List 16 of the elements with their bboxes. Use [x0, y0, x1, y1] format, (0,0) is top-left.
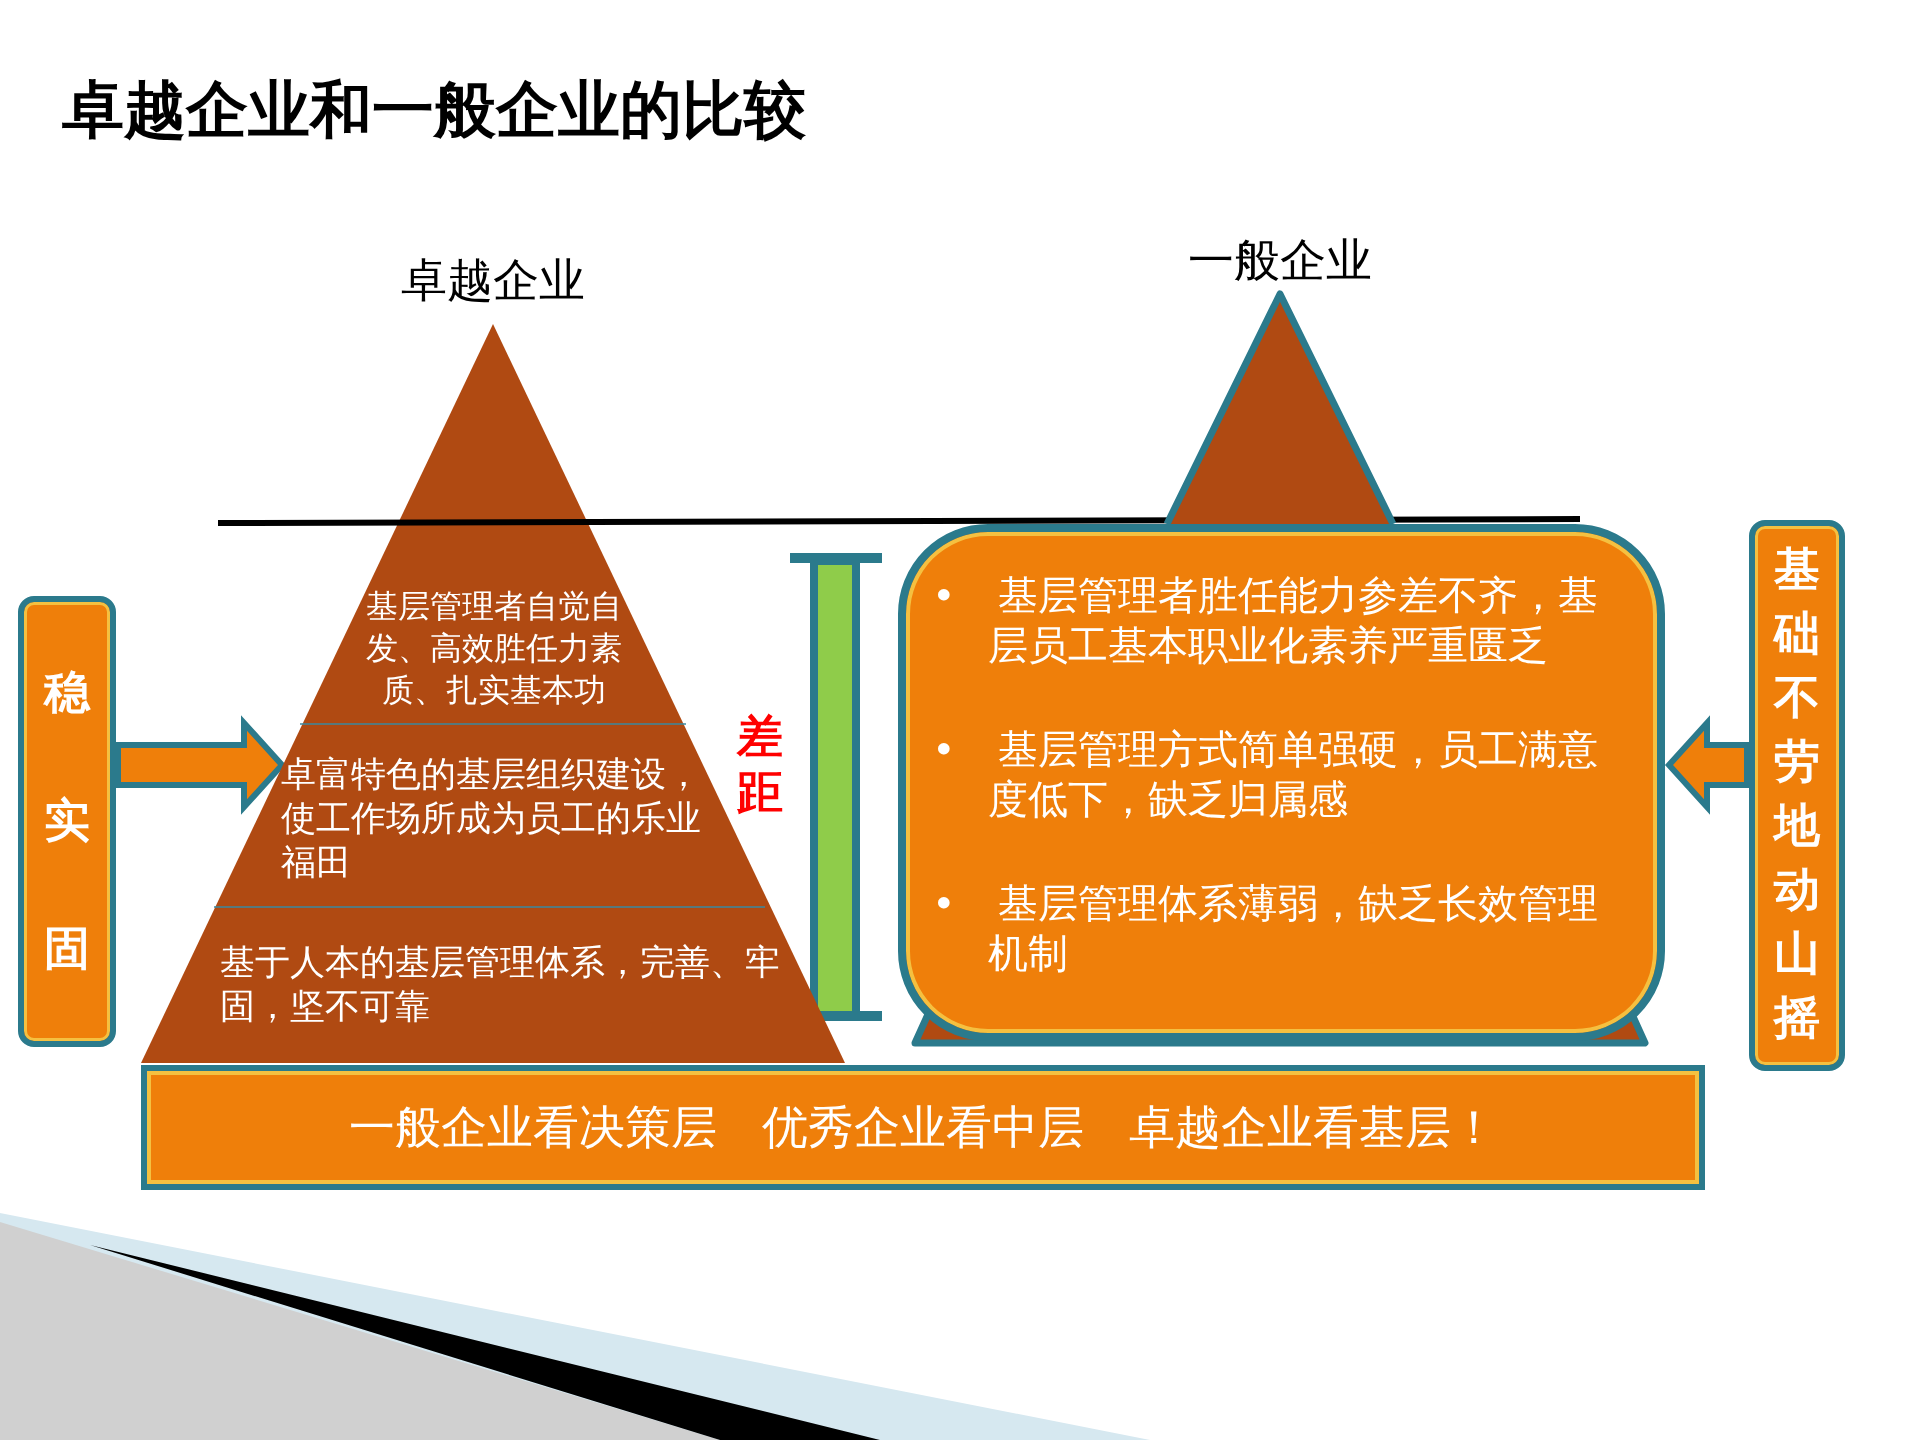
- bullet-item: • 基层管理方式简单强硬，员工满意度低下，缺乏归属感: [932, 725, 1600, 824]
- title: 卓越企业和一般企业的比较: [62, 72, 806, 148]
- layer-text: 基于人本的基层管理体系，完善、牢固，坚不可靠: [220, 941, 780, 1028]
- bullet-item: • 基层管理者胜任能力参差不齐，基层员工基本职业化素养严重匮乏: [932, 571, 1600, 670]
- gap-label: 差距: [737, 708, 784, 820]
- block-arrow: [1664, 715, 1750, 815]
- side-box: 稳实固: [18, 596, 116, 1047]
- layer-text: 基层管理者自觉自发、高效胜任力素质、扎实基本功: [365, 586, 623, 711]
- layer-text: 卓富特色的基层组织建设，使工作场所成为员工的乐业福田: [281, 753, 702, 884]
- heading: 一般企业: [1187, 232, 1373, 289]
- bullet-item: • 基层管理体系薄弱，缺乏长效管理机制: [932, 879, 1600, 978]
- block-arrow: [115, 715, 287, 815]
- side-box: 基础不劳地动山摇: [1749, 520, 1845, 1071]
- heading: 卓越企业: [400, 252, 586, 309]
- banner: 一般企业看决策层 优秀企业看中层 卓越企业看基层！: [141, 1065, 1705, 1190]
- rounded-panel: [898, 524, 1665, 1041]
